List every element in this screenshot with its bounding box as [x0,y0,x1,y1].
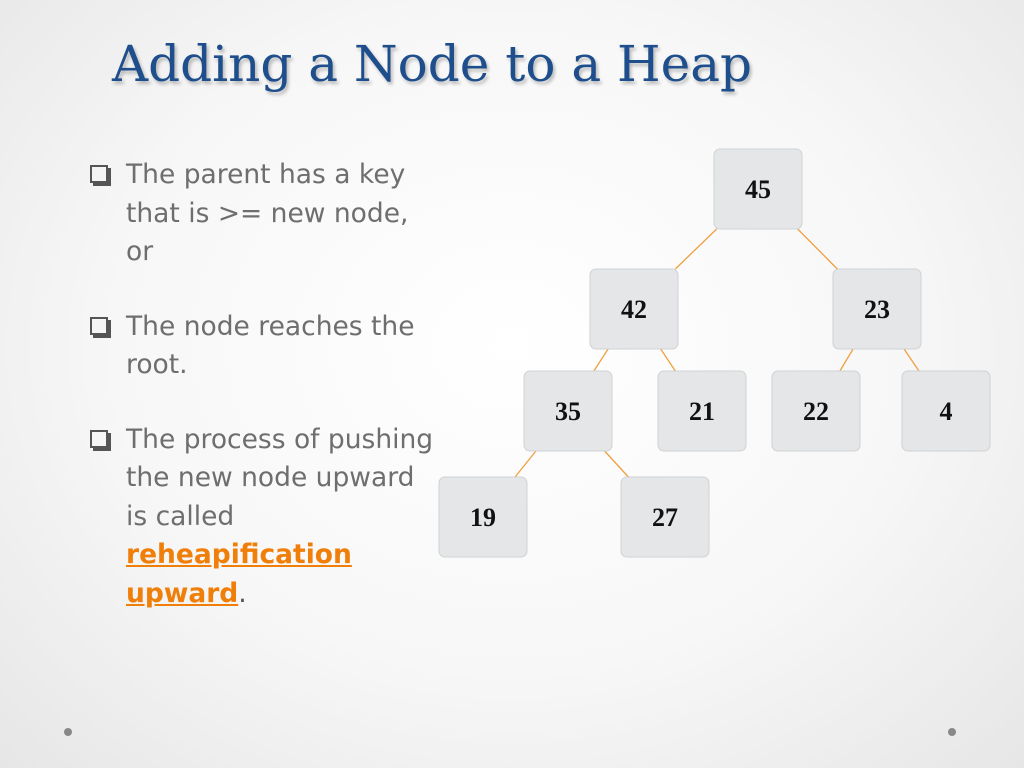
heap-node: 27 [620,476,710,558]
heap-edge [593,348,609,372]
heap-node-key: 4 [940,397,953,426]
heap-node-key: 22 [803,397,829,426]
heap-node-box [589,268,679,350]
heap-edge [674,228,718,270]
bullet-item: The node reaches the root. [90,308,435,385]
heap-edge [660,348,676,372]
heap-node: 22 [771,370,861,452]
heap-edge [797,228,838,270]
heap-node-key: 35 [555,397,581,426]
heap-node: 42 [589,268,679,350]
heap-edge [604,450,629,478]
heap-node-box [657,370,747,452]
heap-node-box [620,476,710,558]
bullet-text: The process of pushing the new node upwa… [126,423,434,532]
bullet-text: The node reaches the root. [126,310,415,381]
bullet-list: The parent has a key that is >= new node… [90,156,435,649]
checkbox-bullet-icon [90,165,108,183]
heap-node: 4 [901,370,991,452]
heap-node-box [523,370,613,452]
heap-node-key: 19 [470,503,496,532]
checkbox-bullet-icon [90,316,108,335]
heap-node: 23 [832,268,922,350]
bullet-period: . [238,577,247,609]
heap-node-key: 42 [621,295,647,324]
bullet-text: The parent has a key that is >= new node… [126,159,409,267]
reheapification-term: reheapification upward [126,539,352,609]
heap-node: 45 [713,148,803,230]
heap-node-key: 45 [745,175,771,204]
heap-edge [839,348,854,372]
bullet-item: The parent has a key that is >= new node… [90,156,435,272]
heap-edges [514,228,920,478]
heap-node-key: 21 [689,397,715,426]
heap-node: 19 [438,476,528,558]
heap-node: 21 [657,370,747,452]
checkbox-bullet-icon [90,429,108,448]
corner-dot-right [948,728,956,736]
heap-nodes: 45 42 23 35 21 22 4 19 27 [438,148,991,558]
heap-node-box [713,148,803,230]
bullet-item: The process of pushing the new node upwa… [90,421,435,614]
heap-node-key: 23 [864,295,890,324]
heap-edge [903,348,920,372]
heap-node-box [771,370,861,452]
heap-node-box [901,370,991,452]
heap-node-key: 27 [652,503,678,532]
heap-node: 35 [523,370,613,452]
heap-edge [514,450,537,478]
corner-dot-left [64,728,72,736]
heap-node-box [438,476,528,558]
slide-title: Adding a Node to a Heap [112,35,753,93]
heap-node-box [832,268,922,350]
